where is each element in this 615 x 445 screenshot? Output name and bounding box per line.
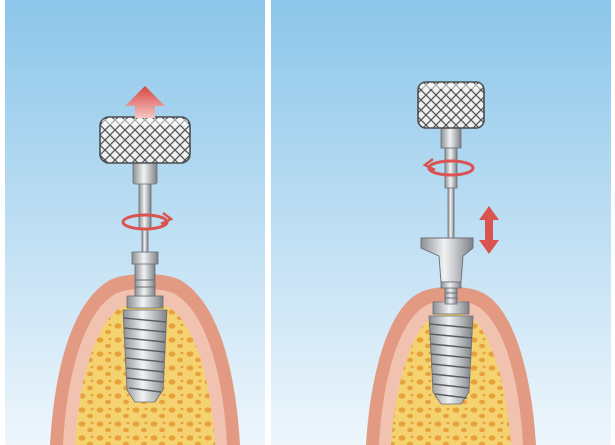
implant-screw <box>123 296 167 402</box>
left-panel <box>5 0 265 445</box>
implant-screw <box>429 302 473 404</box>
knurled-handle <box>418 82 484 128</box>
transfer-post <box>132 252 158 296</box>
left-illustration <box>5 0 265 445</box>
right-illustration <box>271 0 611 445</box>
knurled-handle <box>100 117 190 163</box>
abutment-screw <box>445 288 457 304</box>
right-panel <box>271 0 611 445</box>
